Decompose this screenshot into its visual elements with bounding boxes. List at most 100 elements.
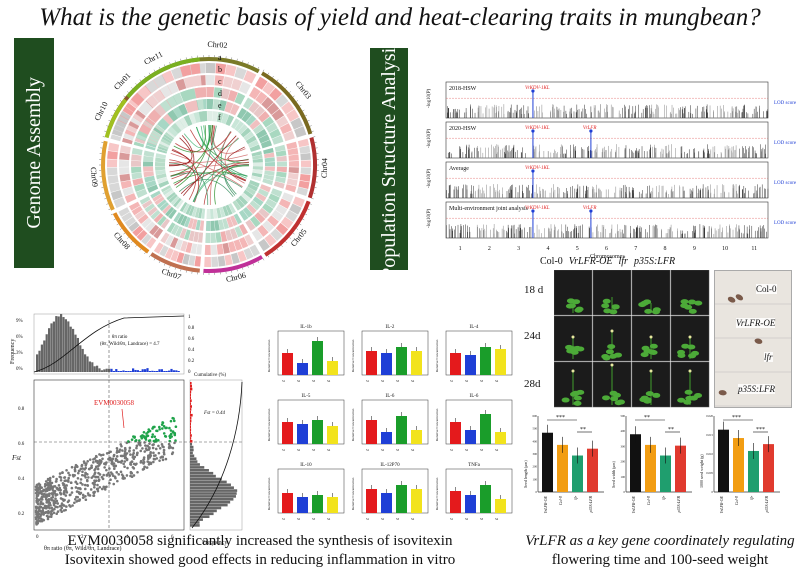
- heat-cell: [119, 173, 131, 182]
- tick-mark: [296, 100, 299, 102]
- snp-point: [75, 482, 79, 486]
- heat-cell: [194, 87, 203, 99]
- heat-cell: [275, 176, 286, 184]
- snp-point: [118, 450, 121, 453]
- snp-point: [123, 446, 127, 450]
- cytokine-title: IL-5: [302, 394, 311, 399]
- plant-leaf: [573, 400, 582, 406]
- snp-point: [161, 458, 165, 462]
- heat-cell: [257, 188, 269, 198]
- heat-cell: [140, 101, 153, 114]
- tick-mark: [144, 75, 146, 78]
- cytokine-ylabel: Relative Concentration: [435, 339, 439, 372]
- snp-point: [68, 473, 71, 477]
- heat-cell: [136, 134, 147, 141]
- heat-cell: [145, 145, 156, 151]
- cytokine-xtick: S2: [381, 448, 385, 452]
- seed-bar: [587, 448, 598, 492]
- side-hist-bar: [190, 503, 228, 507]
- seed-bar-genotype: VrLFR-OE: [631, 495, 636, 513]
- cytokine-bar: [450, 491, 461, 513]
- selected-snp: [143, 436, 147, 440]
- heat-cell: [287, 172, 299, 180]
- snp-point: [139, 459, 143, 463]
- snp-point: [94, 460, 98, 463]
- col-label-0: Col-0: [540, 256, 563, 267]
- manhattan-ylabel: -log10(P): [427, 129, 432, 149]
- row-label-24d: 24d: [524, 330, 541, 342]
- tick-mark: [285, 241, 287, 243]
- top-hist-bar: [52, 321, 55, 372]
- side-hist-bar: [190, 382, 192, 385]
- heat-cell: [184, 216, 191, 228]
- tick-mark: [123, 232, 126, 235]
- heat-cell: [151, 130, 162, 138]
- snp-point: [63, 476, 67, 479]
- tick-mark: [257, 261, 260, 264]
- heat-cell: [271, 108, 285, 121]
- top-hist-bar: [76, 337, 79, 372]
- heat-cell: [199, 111, 205, 122]
- heat-cell: [269, 128, 281, 139]
- heat-cell: [201, 208, 206, 219]
- cytokine-title: IL-10: [300, 463, 312, 468]
- heat-cell: [249, 244, 260, 257]
- selected-snp: [154, 439, 158, 443]
- selected-snp: [142, 430, 146, 434]
- heat-cell: [195, 219, 201, 231]
- heat-cell: [206, 99, 214, 110]
- cytokine-xtick: S4: [495, 448, 499, 452]
- x-tick: 2: [81, 535, 84, 540]
- side-hist-bar: [190, 489, 238, 492]
- heat-cell: [218, 100, 227, 112]
- heat-cell: [270, 188, 283, 198]
- heat-cell: [143, 161, 154, 167]
- snp-point: [96, 483, 99, 487]
- snp-point: [98, 459, 101, 463]
- snp-point: [65, 491, 69, 494]
- heat-cell: [173, 197, 182, 208]
- seed-bar: [557, 444, 568, 492]
- seed-bar-genotype: VrLFR-OE: [543, 495, 548, 513]
- seed-bar-tick: 0: [712, 490, 714, 494]
- snp-point: [99, 453, 103, 457]
- snp-point: [160, 443, 164, 446]
- snp-point: [97, 471, 100, 475]
- snp-point: [73, 468, 77, 471]
- heat-cell: [252, 123, 265, 135]
- top-hist-bar: [74, 334, 77, 372]
- snp-point: [48, 488, 51, 492]
- heat-cell: [135, 109, 146, 119]
- seed-bar-tick: 400: [533, 439, 538, 443]
- snp-point: [53, 491, 57, 495]
- heat-cell: [196, 244, 203, 255]
- tick-mark: [302, 109, 305, 112]
- plant-leaf: [643, 299, 652, 305]
- snp-point: [48, 486, 51, 490]
- snp-point: [84, 498, 88, 501]
- snp-point: [116, 479, 119, 483]
- heat-cell: [184, 101, 194, 114]
- snp-point: [73, 497, 77, 501]
- snp-point: [93, 485, 96, 489]
- side-hist-bar: [190, 416, 192, 420]
- top-hist-bar: [110, 368, 113, 372]
- heat-cell: [215, 232, 222, 243]
- heat-cell: [255, 91, 268, 105]
- cytokine-bar: [312, 495, 323, 513]
- synteny-link: [224, 164, 250, 196]
- heat-cell: [166, 191, 176, 201]
- top-hist-bar: [45, 334, 48, 372]
- snp-point: [144, 447, 148, 450]
- top-hist-bar: [100, 370, 103, 372]
- heat-cell: [243, 97, 254, 110]
- heat-cell: [269, 87, 283, 101]
- heat-cell: [263, 174, 275, 181]
- snp-point: [64, 494, 68, 497]
- heat-cell: [299, 145, 311, 154]
- cytokine-bar: [297, 363, 308, 375]
- heat-cell: [179, 227, 187, 239]
- heat-cell: [257, 224, 269, 237]
- tick-mark: [123, 95, 126, 98]
- side-hist-bar: [190, 498, 234, 501]
